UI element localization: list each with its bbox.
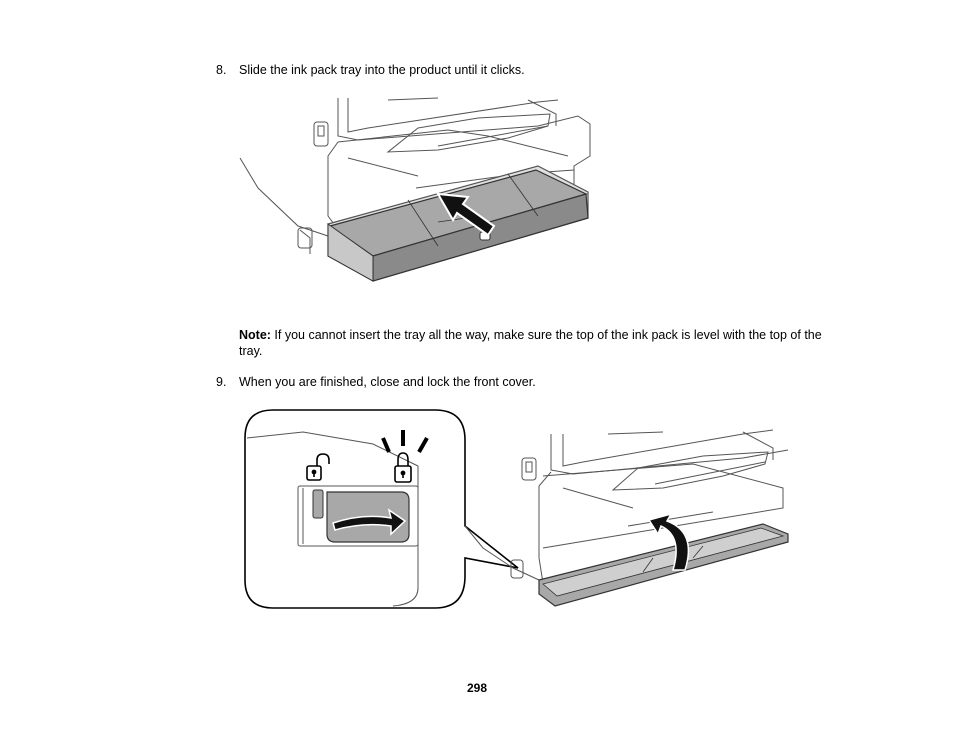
note: Note: If you cannot insert the tray all … [239, 327, 829, 359]
lock-icon [394, 452, 412, 483]
insert-arrow-icon [436, 192, 496, 237]
step-text: When you are finished, close and lock th… [239, 375, 536, 389]
emphasis-marks [381, 430, 429, 453]
step-text: Slide the ink pack tray into the product… [239, 63, 525, 77]
close-arrow-icon [647, 512, 690, 571]
close-lock-cover-illustration [244, 409, 789, 609]
unlock-icon [306, 453, 330, 481]
lock-arrow-icon [332, 508, 407, 536]
lock-callout [244, 409, 519, 609]
note-label: Note: [239, 328, 271, 342]
step-number: 9. [216, 375, 227, 389]
step-number: 8. [216, 63, 227, 77]
note-text: If you cannot insert the tray all the wa… [239, 328, 822, 358]
ink-tray-insert-illustration [239, 97, 591, 282]
page-number: 298 [466, 681, 488, 695]
